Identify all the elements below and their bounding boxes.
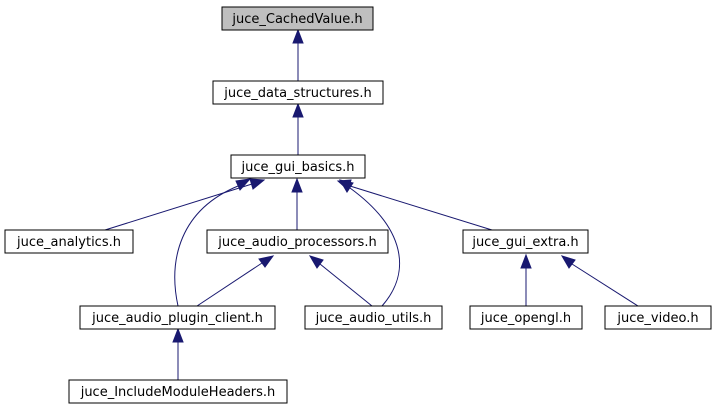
node-label: juce_opengl.h	[480, 311, 571, 326]
nodes-layer: juce_CachedValue.h juce_data_structures.h…	[4, 6, 712, 404]
node-label: juce_audio_utils.h	[315, 311, 432, 326]
node-box	[304, 305, 443, 330]
edge-include-to-plugin	[172, 327, 184, 380]
node-include[interactable]: juce_IncludeModuleHeaders.h	[68, 379, 288, 404]
edge-line	[349, 187, 401, 307]
edge-plugin-to-gui	[174, 178, 252, 307]
node-extra[interactable]: juce_gui_extra.h	[462, 229, 589, 254]
edge-video-to-extra	[560, 255, 639, 307]
node-label: juce_audio_plugin_client.h	[91, 311, 263, 326]
edge-line	[349, 185, 493, 231]
edge-extra-to-gui	[336, 179, 493, 231]
node-box	[604, 305, 712, 330]
edge-line	[571, 263, 639, 307]
edge-arrowhead	[292, 28, 304, 44]
edge-arrowhead	[172, 327, 184, 343]
edge-arrowhead	[249, 178, 266, 190]
edge-arrowhead	[308, 255, 324, 269]
node-box	[212, 80, 384, 105]
node-analytics[interactable]: juce_analytics.h	[4, 229, 134, 254]
node-box	[221, 6, 374, 31]
node-gui[interactable]: juce_gui_basics.h	[230, 154, 366, 179]
edge-arrowhead	[291, 177, 303, 193]
edge-utils-to-gui	[338, 179, 401, 307]
node-box	[4, 229, 134, 254]
node-opengl[interactable]: juce_opengl.h	[469, 305, 583, 330]
edge-arrowhead	[560, 255, 576, 269]
node-label: juce_CachedValue.h	[231, 12, 362, 27]
edge-analytics-to-gui	[104, 178, 266, 231]
node-label: juce_analytics.h	[16, 235, 121, 250]
edge-arrowhead	[292, 102, 304, 118]
node-data[interactable]: juce_data_structures.h	[212, 80, 384, 105]
edge-line	[319, 263, 373, 307]
edge-line	[174, 185, 239, 307]
node-label: juce_video.h	[616, 311, 698, 326]
edge-arrowhead	[338, 179, 354, 193]
edge-line	[196, 262, 263, 307]
edge-arrowhead	[258, 255, 275, 268]
edge-utils-to-proc	[308, 255, 373, 307]
edge-plugin-to-proc	[196, 255, 275, 307]
node-box	[68, 379, 288, 404]
node-label: juce_IncludeModuleHeaders.h	[80, 385, 276, 400]
node-label: juce_gui_basics.h	[241, 160, 355, 175]
node-utils[interactable]: juce_audio_utils.h	[304, 305, 443, 330]
node-label: juce_data_structures.h	[223, 86, 371, 101]
node-box	[206, 229, 389, 254]
edge-opengl-to-extra	[520, 253, 532, 306]
node-label: juce_audio_processors.h	[217, 235, 376, 250]
edge-arrowhead	[520, 253, 532, 269]
edge-arrowhead	[235, 178, 252, 191]
node-cached: juce_CachedValue.h	[221, 6, 374, 31]
node-plugin[interactable]: juce_audio_plugin_client.h	[79, 305, 276, 330]
edge-proc-to-gui	[291, 177, 303, 230]
node-video[interactable]: juce_video.h	[604, 305, 712, 330]
node-box	[462, 229, 589, 254]
node-label: juce_gui_extra.h	[471, 235, 578, 250]
edges-layer	[104, 28, 639, 380]
edge-data-to-cached	[292, 28, 304, 81]
node-proc[interactable]: juce_audio_processors.h	[206, 229, 389, 254]
node-box	[79, 305, 276, 330]
node-box	[469, 305, 583, 330]
edge-line	[104, 183, 253, 231]
node-box	[230, 154, 366, 179]
edge-gui-to-data	[292, 102, 304, 155]
